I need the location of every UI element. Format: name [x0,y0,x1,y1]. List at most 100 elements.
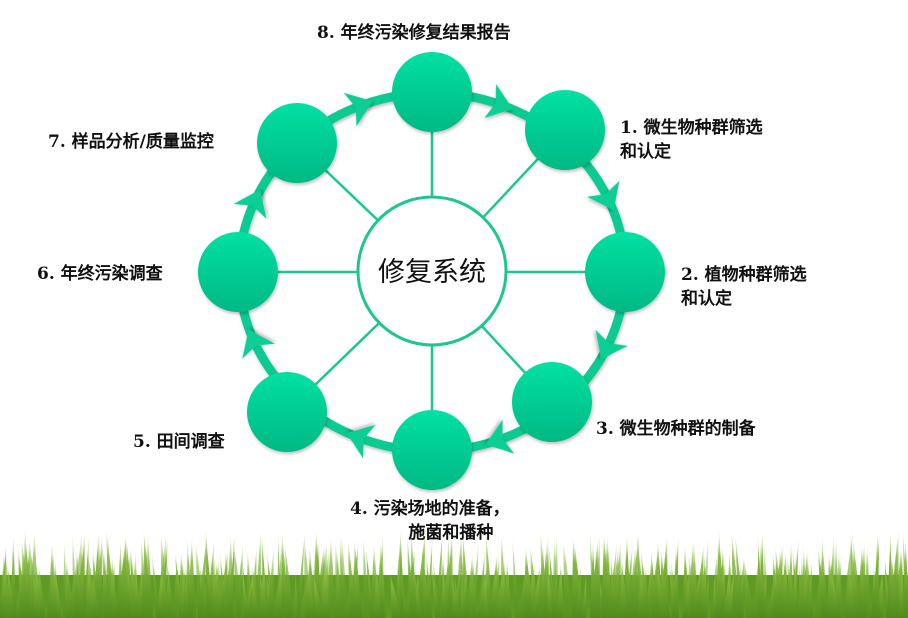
step-5-label: 5. 田间调查 [133,432,225,452]
grass-blade [313,572,324,618]
grass-blade [177,565,186,618]
grass-blade [807,555,815,618]
grass-blade [851,558,861,618]
step-3-node [512,362,592,442]
grass-blade [476,565,487,618]
grass-blade [141,536,148,618]
grass-blade [304,562,313,618]
chevron-arrow-icon [233,189,267,219]
grass-blade [735,534,745,618]
grass-blade [628,534,639,618]
grass-blade [373,567,382,618]
grass-blade [35,564,46,618]
grass-blade [187,538,197,618]
grass-blade [407,534,414,618]
grass-blade [48,559,56,618]
grass-blade [296,532,305,618]
grass-blade [535,547,546,618]
grass-blade [503,560,512,618]
grass-blade [432,556,441,618]
step-4-label: 4. 污染场地的准备，施菌和播种 [350,499,510,543]
grass-blade [64,560,75,618]
step-2-node [585,232,665,312]
chevron-arrow-icon [343,92,373,127]
grass-blade [272,564,283,618]
grass-blade [281,532,291,618]
grass-blade [92,573,101,618]
grass-blade [623,544,633,618]
grass-blade [563,541,574,618]
grass-blade [683,562,691,618]
grass-blade [890,548,899,618]
grass-blade [596,533,601,618]
grass-blade [75,550,85,618]
grass-blade [281,547,291,618]
grass-blade [547,569,553,618]
step-5-node [247,372,327,452]
center-label: 修复系统 [378,257,486,288]
chevron-arrow-icon [595,329,628,360]
chevron-arrow-icon [587,180,620,211]
grass-blade [524,547,534,618]
grass-blade [644,558,652,618]
grass-blade [335,541,345,618]
grass-blade [426,550,433,618]
grass-blade [672,543,679,618]
grass-blade [18,548,27,618]
grass-blade [284,542,295,618]
grass-blade [28,554,33,618]
grass-blade [293,571,299,618]
step-4-node [392,410,472,490]
grass-blade [701,554,708,618]
grass-blade [195,541,206,618]
grass-blade [266,547,274,618]
step-6-node [198,232,278,312]
chevron-arrow-icon [484,84,513,119]
grass-blade [821,536,829,618]
grass-blade [814,554,823,618]
grass-blade [609,546,619,618]
grass-blade [225,535,235,618]
grass-blade [799,552,805,618]
grass-blade [848,566,858,618]
grass-blade [161,568,171,618]
grass-blade [431,566,441,618]
grass-blade [640,549,651,618]
grass-blade [792,549,801,618]
grass-blade [440,548,451,618]
grass-blade [243,574,253,618]
step-2-label: 2. 植物种群筛选和认定 [681,265,807,309]
step-1-node [525,90,605,170]
grass-blade [158,538,168,618]
grass-blade [601,531,610,618]
center-circle [356,195,508,347]
grass-blade [120,549,131,618]
step-3-label: 3. 微生物种群的制备 [596,419,756,439]
grass-blade [787,555,798,618]
grass-blade [835,553,842,618]
grass-blade [172,554,178,618]
grass-blade [690,541,700,618]
step-1-label: 1. 微生物种群筛选和认定 [620,118,763,162]
grass-blade [266,551,276,618]
grass-blade [151,552,161,618]
grass-blade [651,548,658,618]
grass-blade [218,547,229,618]
grass-blade [581,572,587,618]
grass-blade [751,552,760,618]
step-7-label: 7. 样品分析/质量监控 [48,132,214,152]
chevron-arrow-icon [346,424,376,459]
grass-blade [219,551,228,618]
grass-blade [211,557,219,618]
grass-blade [327,557,332,618]
grass-blade [743,557,755,618]
grass-blade [103,537,113,618]
grass-blade [32,570,43,618]
grass-blade [233,538,244,618]
grass-blade [205,544,215,618]
grass-blade [723,573,733,618]
grass-blade [828,558,839,618]
